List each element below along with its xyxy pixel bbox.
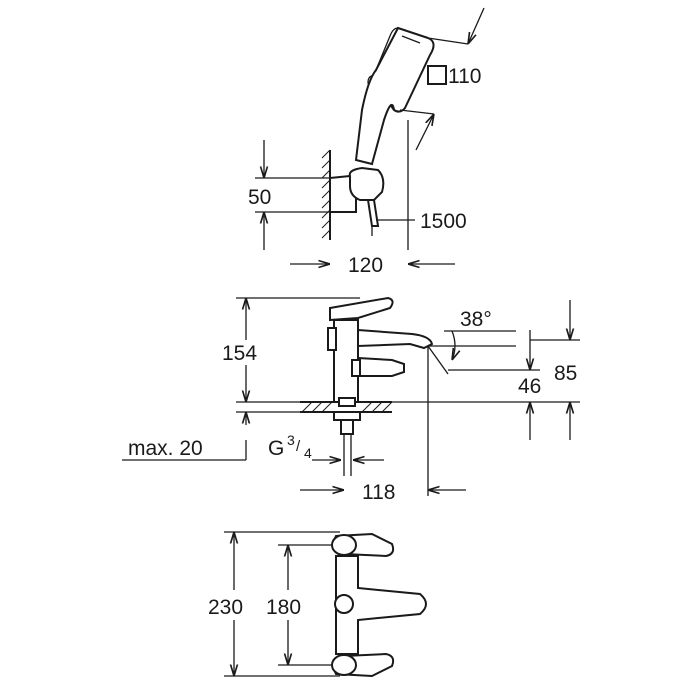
threaded-shank	[340, 419, 354, 435]
head-size-label: 110	[448, 65, 481, 88]
spout-angle-label: 38°	[460, 308, 492, 331]
shower-handle	[354, 69, 395, 166]
deck-hatching	[301, 401, 393, 413]
fixing-nut	[333, 411, 361, 421]
diverter-outlet	[357, 356, 405, 377]
thread-label-numerator: 3	[287, 432, 295, 448]
top-handle-base	[331, 534, 357, 556]
center-body	[335, 555, 427, 655]
head-size-arrow-bottom	[415, 114, 434, 151]
head-size-arrow-top	[468, 7, 485, 44]
mixer-spout	[357, 328, 434, 350]
mixer-lever	[329, 296, 394, 322]
spout-reach-label: 118	[362, 481, 395, 504]
mixer-side-view: 154 max. 20 G 3 / 4 118 38° 46 85	[122, 296, 580, 504]
handle-spacing-label: 180	[266, 596, 301, 619]
holder-height-label: 50	[248, 186, 271, 209]
thread-label-denominator: 4	[304, 445, 312, 461]
hand-shower-view: 110 50 1500 120	[248, 7, 485, 277]
diverter-ring	[351, 359, 361, 377]
thread-label-g: G	[268, 437, 284, 460]
square-symbol	[427, 65, 447, 85]
mounting-nut	[338, 397, 356, 407]
total-width-label: 230	[208, 596, 243, 619]
holder-depth-label: 120	[348, 254, 383, 277]
angle-spray-line	[427, 345, 449, 375]
wall-hatching	[321, 149, 331, 239]
svg-text:/: /	[296, 438, 301, 455]
deck-thickness-label: max. 20	[128, 437, 203, 460]
hose-length-label: 1500	[420, 210, 467, 233]
center-outlet	[334, 594, 354, 614]
total-height-label: 154	[222, 342, 257, 365]
mixer-rear	[327, 327, 337, 351]
angle-arc	[452, 330, 455, 360]
outlet-height-label: 85	[554, 362, 577, 385]
wall-holder	[329, 166, 385, 236]
mixer-top-view: 230 180	[208, 531, 427, 678]
bottom-handle-base	[331, 654, 357, 676]
spout-height-label: 46	[518, 375, 541, 398]
